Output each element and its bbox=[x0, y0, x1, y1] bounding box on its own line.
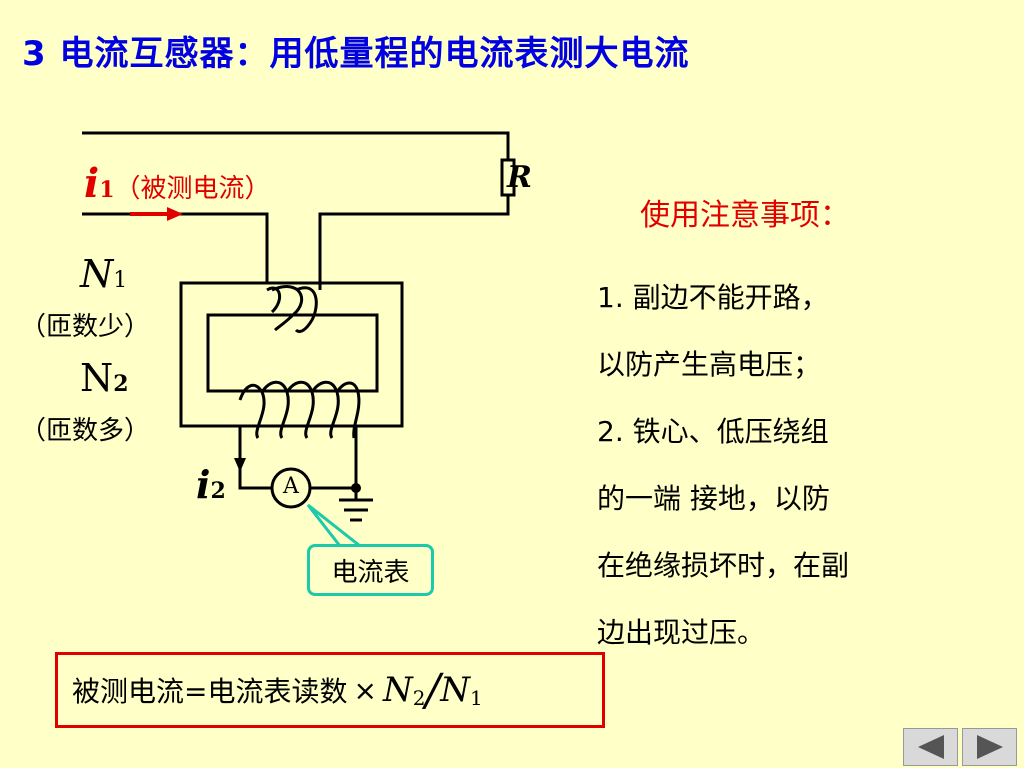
page-title: 3 电流互感器：用低量程的电流表测大电流 bbox=[22, 34, 690, 74]
formula-n2-sub: 2 bbox=[412, 686, 426, 710]
ground-node bbox=[351, 483, 361, 493]
n1-symbol: N bbox=[80, 252, 114, 296]
ammeter-callout: 电流表 bbox=[307, 544, 434, 596]
n2-label: N2 bbox=[80, 356, 129, 400]
primary-current-arrowhead bbox=[167, 207, 183, 221]
notes-list: 1. 副边不能开路， 以防产生高电压； 2. 铁心、低压绕组 的一端 接地，以防… bbox=[597, 264, 849, 666]
formula-n1-sub: 1 bbox=[470, 686, 483, 710]
i2-symbol: i bbox=[196, 462, 211, 507]
i1-description: （被测电流） bbox=[114, 174, 271, 204]
formula-slash: / bbox=[425, 664, 441, 716]
n1-subscript: 1 bbox=[113, 268, 128, 293]
secondary-current-arrowhead bbox=[234, 458, 246, 472]
n2-symbol: N bbox=[80, 356, 114, 400]
prev-slide-button[interactable] bbox=[903, 728, 958, 766]
notes-heading: 使用注意事项： bbox=[640, 198, 850, 233]
primary-circuit bbox=[82, 131, 510, 290]
i1-subscript: 1 bbox=[99, 177, 115, 203]
resistor-label: R bbox=[507, 160, 532, 195]
primary-bottom-wire bbox=[318, 195, 510, 290]
formula-n1: N bbox=[440, 670, 470, 710]
secondary-current-label: i2 bbox=[196, 462, 226, 507]
ammeter-letter: A bbox=[283, 474, 299, 499]
triangle-left-icon bbox=[917, 735, 944, 759]
note-line: 在绝缘损坏时，在副 bbox=[597, 549, 850, 582]
note-line: 2. 铁心、低压绕组 bbox=[597, 415, 829, 448]
resistor bbox=[500, 158, 516, 197]
n1-label: N1 bbox=[80, 252, 127, 296]
note-line: 以防产生高电压； bbox=[597, 348, 822, 381]
ammeter-symbol bbox=[270, 467, 312, 509]
primary-top-wire bbox=[82, 131, 510, 160]
core-inner bbox=[206, 313, 379, 393]
secondary-circuit bbox=[238, 426, 373, 522]
triangle-right-icon bbox=[976, 735, 1003, 759]
i1-symbol: i bbox=[84, 160, 100, 207]
note-line: 的一端 接地，以防 bbox=[597, 482, 830, 515]
formula-times: × bbox=[353, 673, 377, 707]
formula-text: 被测电流=电流表读数 bbox=[72, 675, 348, 708]
n2-subscript: 2 bbox=[113, 371, 129, 397]
n1-description: （匝数少） bbox=[20, 312, 151, 342]
i2-subscript: 2 bbox=[210, 478, 226, 504]
formula-n2: N bbox=[382, 670, 413, 710]
primary-winding bbox=[266, 283, 322, 334]
note-line: 边出现过压。 bbox=[597, 616, 766, 649]
n2-description: （匝数多） bbox=[20, 416, 151, 446]
note-line: 1. 副边不能开路， bbox=[597, 281, 829, 314]
next-slide-button[interactable] bbox=[962, 728, 1017, 766]
primary-current-label: i1（被测电流） bbox=[84, 160, 271, 207]
